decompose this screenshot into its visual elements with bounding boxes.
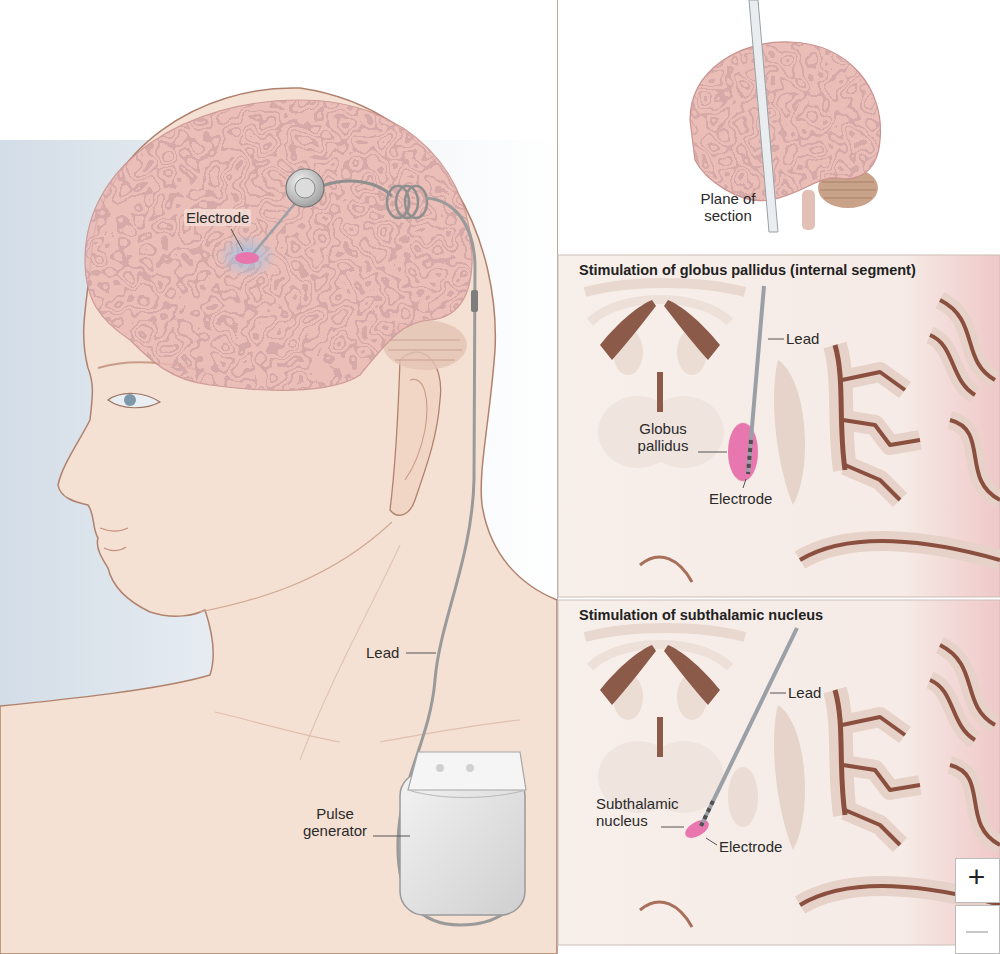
head-silhouette	[0, 88, 557, 954]
part-label: Subthalamic nucleus	[596, 795, 686, 830]
subthalamic-nucleus	[682, 816, 712, 841]
part-label: Lead	[366, 644, 399, 661]
burr-hole-cap	[286, 169, 324, 207]
part-label: Electrode	[709, 490, 772, 507]
electrode-site	[235, 252, 259, 264]
part-label: Pulse generator	[296, 805, 374, 840]
brain	[85, 100, 472, 390]
zoom-button: +	[955, 862, 998, 892]
part-label: Globus pallidus	[630, 420, 696, 455]
part-label: Plane of section	[694, 190, 762, 225]
pulse-generator	[400, 772, 525, 915]
part-label: Lead	[786, 330, 819, 347]
section-panel: Stimulation of globus pallidus (internal…	[558, 255, 1000, 597]
part-label: Electrode	[719, 838, 782, 855]
inset-brain	[690, 42, 880, 201]
part-label: Lead	[788, 684, 821, 701]
part-label: Electrode	[184, 209, 251, 226]
panel-heading: Stimulation of subthalamic nucleus	[558, 600, 1000, 624]
panel-heading: Stimulation of globus pallidus (internal…	[558, 255, 1000, 279]
section-panel: Stimulation of subthalamic nucleus	[558, 600, 1000, 945]
